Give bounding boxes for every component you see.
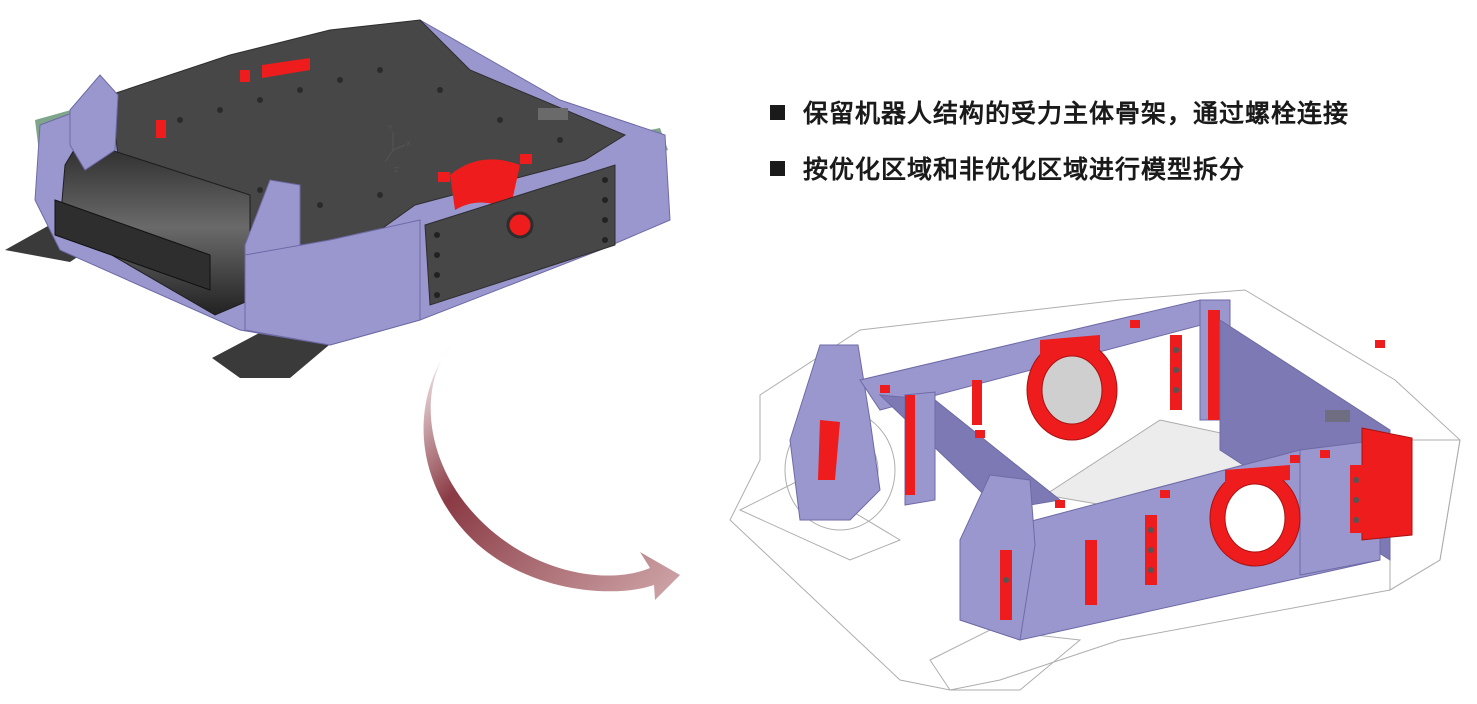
axis-x-label: X [406,140,411,148]
bullet-square-icon [770,160,785,176]
bullet-item: 按优化区域和非优化区域进行模型拆分 [770,148,1470,188]
axis-z-label: Z [394,166,399,174]
bullet-text: 按优化区域和非优化区域进行模型拆分 [803,155,1246,184]
transition-arrow [423,345,680,600]
full-robot-model: Y X Z [5,19,671,378]
axis-triad [384,132,406,163]
left-rear-foot [212,330,335,378]
front-bearing-ring [1209,465,1301,567]
rear-bearing-ring [1026,335,1118,441]
skeleton-frame-model [729,289,1461,691]
bullet-text: 保留机器人结构的受力主体骨架，通过螺栓连接 [803,99,1350,128]
bullet-list: 保留机器人结构的受力主体骨架，通过螺栓连接 按优化区域和非优化区域进行模型拆分 [770,92,1470,204]
axis-y-label: Y [387,124,393,132]
bullet-item: 保留机器人结构的受力主体骨架，通过螺栓连接 [770,92,1470,132]
bullet-square-icon [770,104,785,120]
